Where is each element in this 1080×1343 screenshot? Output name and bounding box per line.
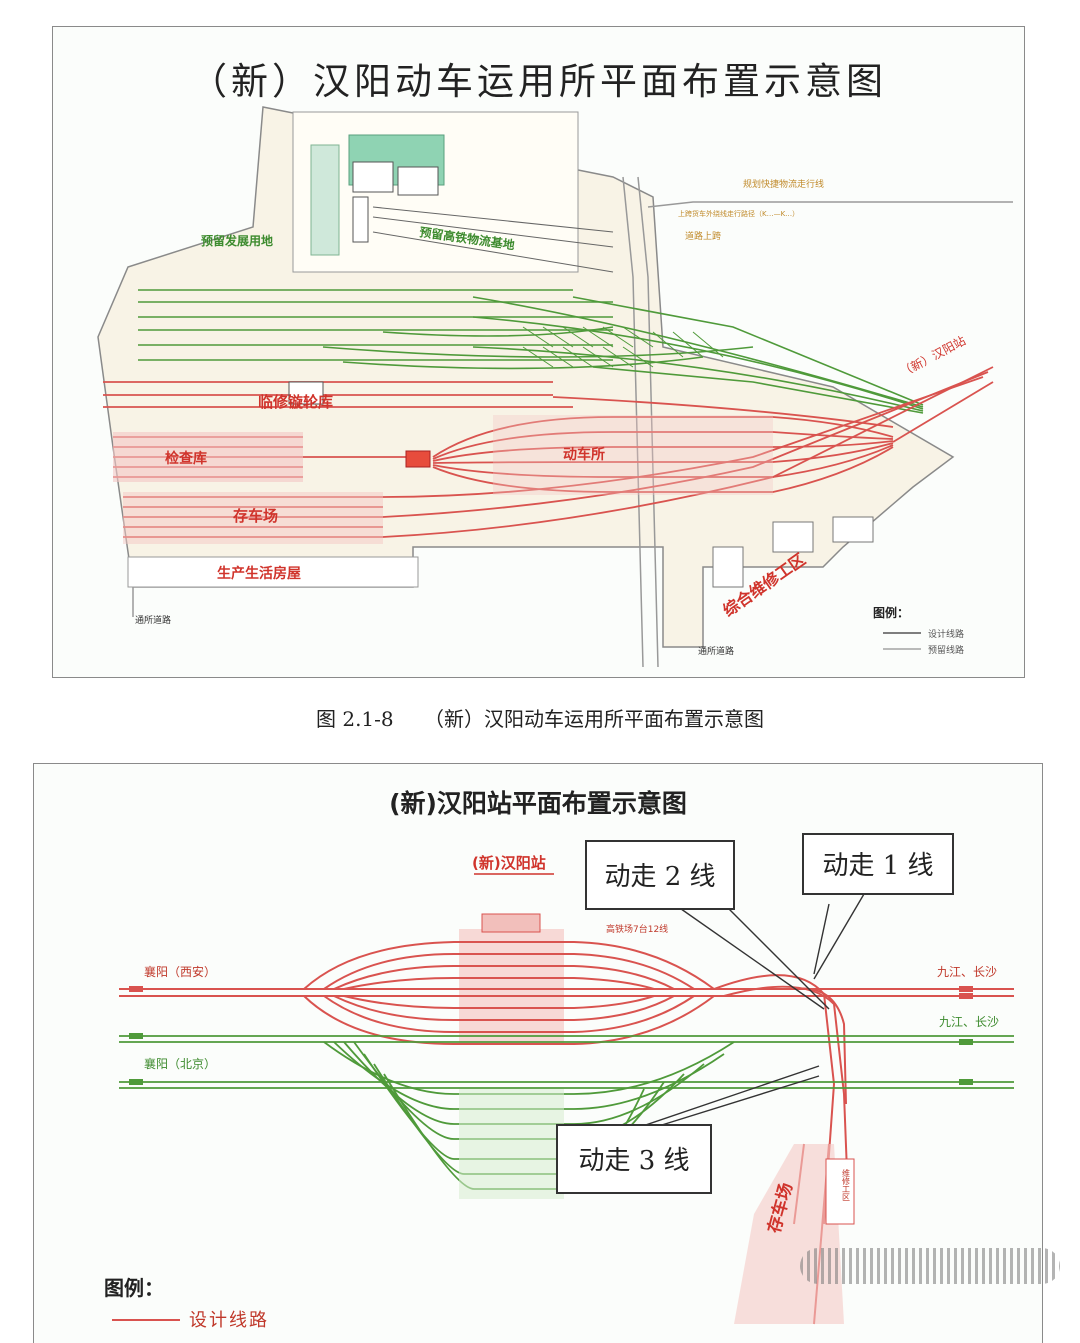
reserve-track-short — [522, 326, 724, 368]
label-road-overpass: 道路上跨 — [685, 230, 721, 242]
callout-line-1: 动走 1 线 — [802, 833, 954, 895]
depot-area — [493, 415, 773, 495]
storage-yard-area — [123, 492, 383, 544]
reserve-tracks — [119, 1035, 1014, 1190]
reserve-platform-block — [459, 1089, 564, 1199]
red-train-markers — [129, 986, 973, 999]
legend1-existing-label: 预留线路 — [928, 644, 964, 656]
label-dir-jiujiang-1: 九江、长沙 — [937, 965, 997, 979]
station-building — [481, 913, 541, 933]
caption-number: 图 2.1-8 — [315, 707, 394, 731]
legend2-title: 图例： — [104, 1276, 164, 1300]
label-depot: 动车所 — [563, 446, 605, 463]
inspection-shed-area — [113, 432, 303, 482]
green-train-markers — [129, 1033, 973, 1085]
depot-layout-figure: （新）汉阳动车运用所平面布置示意图 — [52, 26, 1025, 678]
platform-block — [459, 929, 564, 1044]
depot-layout-diagram: 预留发展用地 预留高铁物流基地 临修镟轮库 检查库 动车所 存车场 生产生活房屋… — [97, 106, 1013, 668]
label-platforms: 高铁场7台12线 — [606, 923, 668, 935]
callout-line-3: 动走 3 线 — [556, 1124, 712, 1194]
station-layout-diagram: (新)汉阳站 高铁场7台12线 — [119, 854, 1014, 1325]
label-reserve-land: 预留发展用地 — [201, 233, 273, 248]
turntable-block — [405, 450, 431, 468]
watermark-bars — [800, 1248, 1060, 1284]
label-dir-jiujiang-2: 九江、长沙 — [939, 1015, 999, 1029]
callout-line-2: 动走 2 线 — [585, 840, 735, 910]
legend2-design-swatch — [112, 1319, 180, 1321]
label-note-line: 上跨货车外绕线走行路径（K…—K…） — [678, 209, 799, 218]
station-layout-figure: (新)汉阳站平面布置示意图 (新)汉阳站 高铁场7台12线 — [33, 763, 1043, 1343]
logistics-building — [310, 144, 340, 256]
maintenance-buildings — [712, 516, 874, 588]
legend1-title: 图例： — [873, 605, 909, 620]
reserve-track-group — [138, 289, 924, 414]
living-building — [127, 556, 419, 588]
legend1-design-label: 设计线路 — [928, 628, 964, 640]
logistics-tracks — [372, 206, 614, 273]
access-roads — [132, 176, 1013, 668]
label-dir-xiangyang-beijing: 襄阳（北京） — [144, 1056, 216, 1071]
label-access-road-left: 通所道路 — [135, 614, 171, 626]
repair-area-box — [825, 1158, 855, 1225]
label-planned-line: 规划快捷物流走行线 — [743, 178, 824, 190]
label-repair-lathe: 临修镟轮库 — [258, 393, 333, 411]
label-inspection-shed: 检查库 — [165, 450, 207, 467]
figure2-title: (新)汉阳站平面布置示意图 — [389, 789, 687, 818]
label-access-road-bottom: 通所道路 — [698, 645, 734, 657]
figure-caption: 图 2.1-8 （新）汉阳动车运用所平面布置示意图 — [0, 703, 1080, 732]
label-living-buildings: 生产生活房屋 — [217, 565, 301, 582]
label-station: （新）汉阳站 — [897, 333, 968, 380]
caption-text: （新）汉阳动车运用所平面布置示意图 — [424, 707, 764, 731]
warehouse-b — [397, 166, 439, 196]
label-station-name: (新)汉阳站 — [472, 854, 546, 872]
label-dir-xiangyang-xian: 襄阳（西安） — [144, 964, 216, 979]
warehouse-a — [352, 161, 394, 193]
figure1-title: （新）汉阳动车运用所平面布置示意图 — [190, 60, 887, 103]
label-storage-yard: 存车场 — [233, 507, 278, 525]
lathe-building — [288, 381, 324, 405]
warehouse-c — [352, 196, 369, 243]
callout-pointers — [633, 893, 865, 1130]
legend2-design-label: 设计线路 — [189, 1310, 269, 1331]
label-repair-area: 维修工区 — [842, 1168, 851, 1201]
